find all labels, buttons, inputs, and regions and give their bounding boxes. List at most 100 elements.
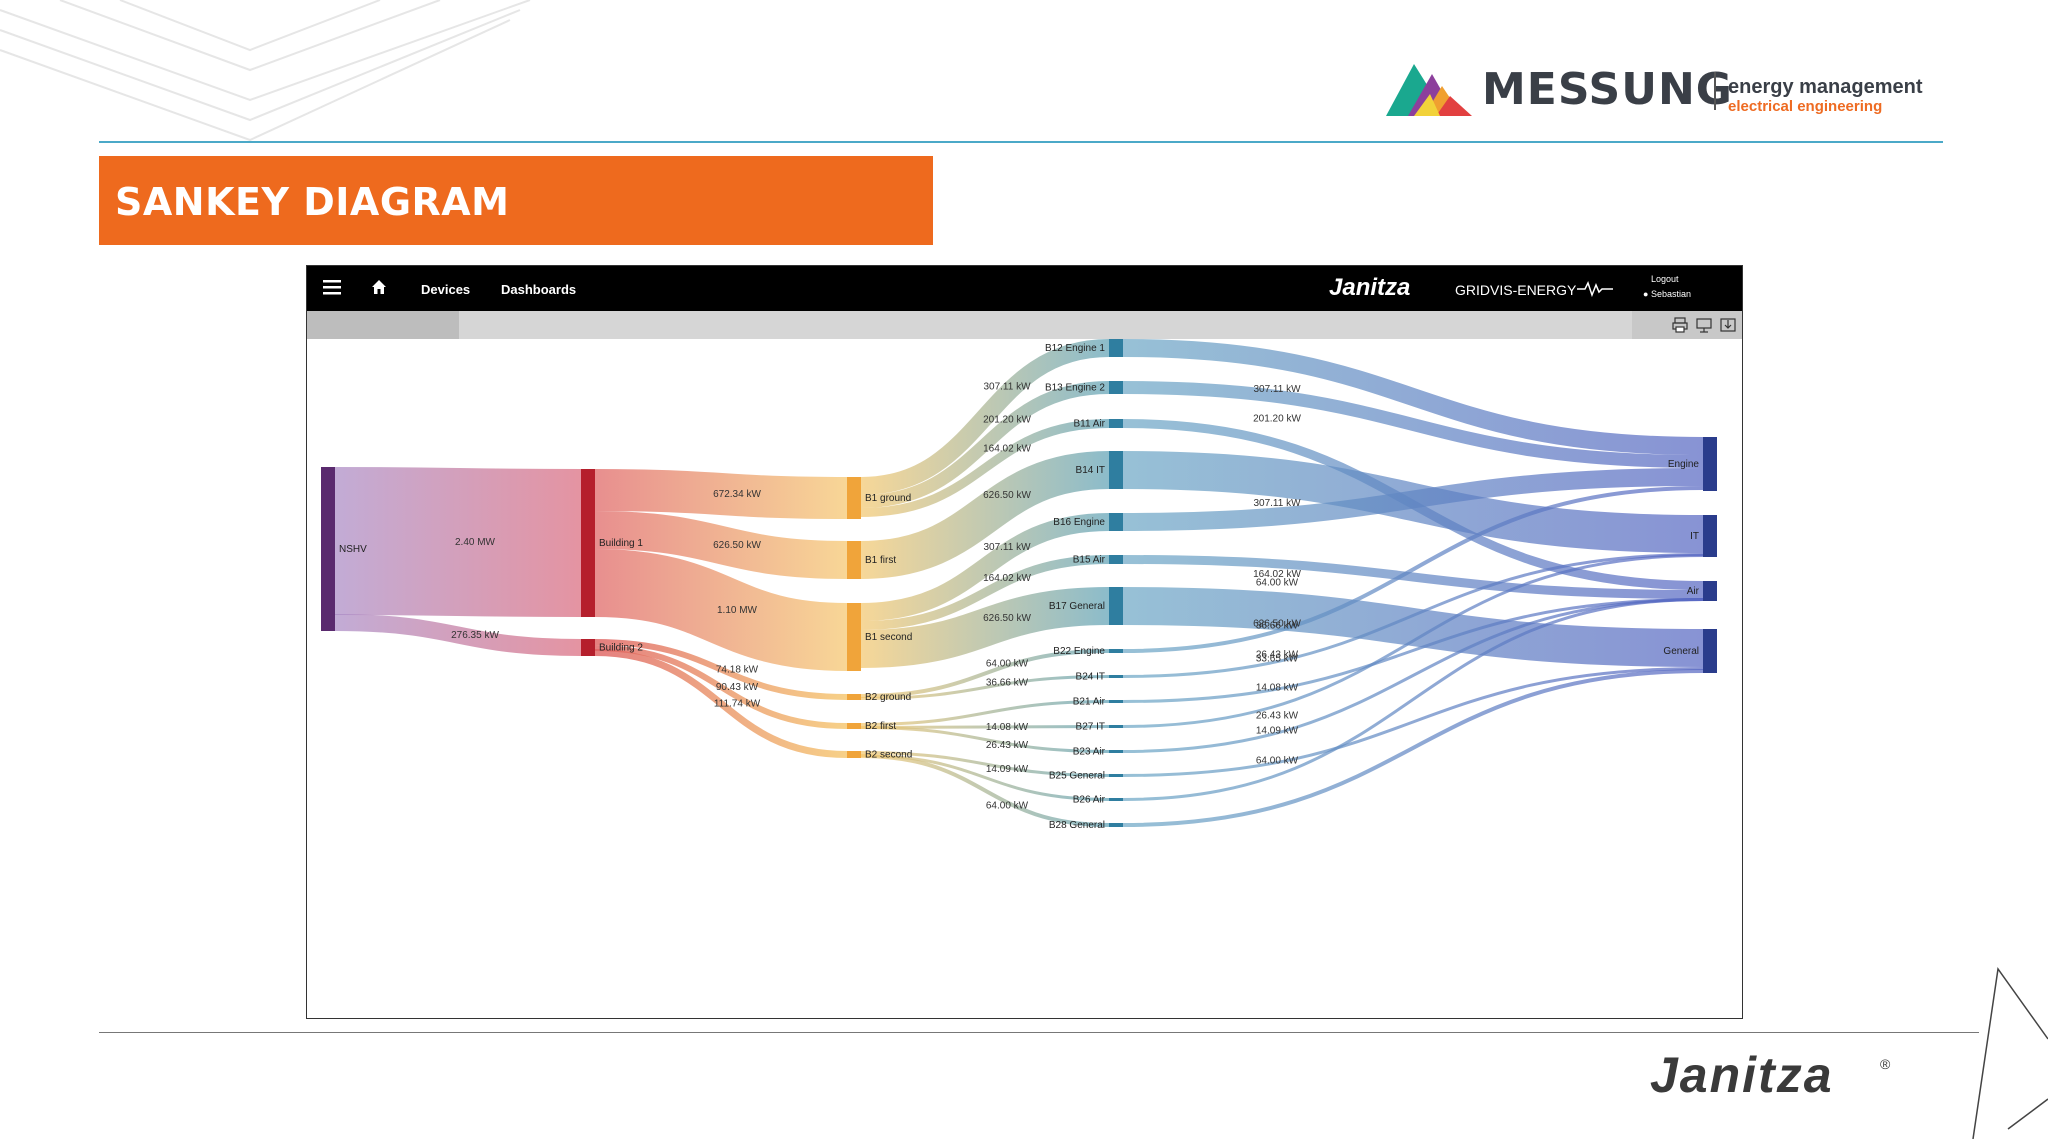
- sankey-link-label: 164.02 kW: [1253, 569, 1301, 580]
- sankey-link-b23-air: [1122, 598, 1704, 753]
- sankey-node-nshv[interactable]: [321, 467, 335, 631]
- footer-brand: Janitza: [1650, 1047, 1834, 1103]
- sankey-node-label: B1 second: [865, 632, 912, 643]
- sankey-link-label: 307.11 kW: [983, 542, 1031, 553]
- sankey-link-label: 164.02 kW: [983, 573, 1031, 584]
- sankey-link-b21-air: [1122, 598, 1704, 703]
- sankey-node-b24[interactable]: [1109, 675, 1123, 678]
- sankey-link-label: 307.11 kW: [983, 382, 1031, 393]
- sankey-node-b23[interactable]: [1109, 750, 1123, 753]
- sankey-node-b21[interactable]: [1109, 700, 1123, 703]
- title-banner: SANKEY DIAGRAM: [99, 156, 933, 245]
- export-icon[interactable]: [1720, 317, 1736, 333]
- product-name: GRIDVIS-ENERGY: [1455, 282, 1577, 298]
- sankey-node-b1[interactable]: [581, 469, 595, 617]
- sankey-node-b25[interactable]: [1109, 774, 1123, 777]
- sankey-link-label: 33.65 kW: [1256, 654, 1299, 665]
- sankey-link-b2-b2g: [594, 639, 848, 700]
- sankey-link-b1-b1f: [594, 511, 848, 579]
- sankey-link-b1g-b13: [860, 381, 1110, 508]
- sankey-link-b27-it: [1122, 554, 1704, 728]
- sankey-node-b2f[interactable]: [847, 723, 861, 729]
- sankey-node-label: B21 Air: [1073, 697, 1106, 708]
- sankey-node-b13[interactable]: [1109, 381, 1123, 394]
- sankey-link-b2s-b28: [860, 754, 1110, 827]
- sankey-link-nshv-b2: [334, 614, 582, 656]
- sankey-link-label: 74.18 kW: [716, 665, 759, 676]
- sankey-node-label: IT: [1690, 531, 1699, 542]
- presentation-icon[interactable]: [1696, 317, 1712, 333]
- sankey-node-b2g[interactable]: [847, 694, 861, 700]
- user-label: Sebastian: [1650, 289, 1691, 299]
- sankey-node-b14[interactable]: [1109, 451, 1123, 489]
- messung-logo-icon: [1386, 64, 1472, 116]
- sankey-node-air[interactable]: [1703, 581, 1717, 601]
- sankey-link-label: 626.50 kW: [983, 613, 1031, 624]
- sankey-node-label: B25 General: [1049, 771, 1105, 782]
- sankey-link-label: 64.00 kW: [1256, 578, 1299, 589]
- sankey-node-b1f[interactable]: [847, 541, 861, 579]
- sankey-node-label: Air: [1687, 586, 1700, 597]
- sankey-link-label: 626.50 kW: [1253, 619, 1301, 630]
- sankey-link-label: 626.50 kW: [713, 540, 761, 551]
- sankey-node-b1g[interactable]: [847, 477, 861, 519]
- sankey-link-label: 201.20 kW: [983, 414, 1031, 425]
- sankey-link-b2s-b25: [860, 751, 1110, 777]
- sankey-link-label: 14.08 kW: [986, 722, 1029, 733]
- sankey-node-b16[interactable]: [1109, 513, 1123, 531]
- sankey-node-label: B16 Engine: [1053, 517, 1105, 528]
- sankey-link-b16-eng: [1122, 468, 1704, 531]
- page-title: SANKEY DIAGRAM: [115, 180, 510, 224]
- sankey-node-label: B1 first: [865, 555, 896, 566]
- nav-dashboards[interactable]: Dashboards: [501, 282, 577, 297]
- print-icon[interactable]: [1672, 317, 1688, 333]
- header-divider: [99, 141, 1943, 143]
- sankey-link-b22-eng: [1122, 486, 1704, 653]
- sankey-node-b26[interactable]: [1109, 798, 1123, 801]
- janitza-brand: Janitza: [1329, 274, 1411, 301]
- pulse-icon: [1577, 281, 1613, 298]
- sankey-node-label: B27 IT: [1076, 722, 1105, 733]
- sankey-node-b15[interactable]: [1109, 555, 1123, 564]
- sankey-link-b1s-b15: [860, 555, 1110, 630]
- sankey-node-b17[interactable]: [1109, 587, 1123, 625]
- sankey-node-label: Engine: [1668, 459, 1700, 470]
- nav-devices[interactable]: Devices: [421, 282, 471, 297]
- sankey-link-b1s-b17: [860, 587, 1110, 668]
- sankey-node-b28[interactable]: [1109, 823, 1123, 827]
- sankey-node-eng[interactable]: [1703, 437, 1717, 491]
- sankey-link-label: 36.66 kW: [986, 678, 1029, 689]
- sankey-node-label: NSHV: [339, 544, 367, 555]
- menu-icon[interactable]: [323, 278, 341, 296]
- sankey-node-label: B2 first: [865, 721, 896, 732]
- sankey-link-label: 64.00 kW: [986, 801, 1029, 812]
- sankey-link-b2f-b21: [860, 700, 1110, 726]
- sankey-node-b27[interactable]: [1109, 725, 1123, 728]
- sankey-link-nshv-b1: [334, 467, 582, 617]
- sankey-link-b1-b1g: [594, 469, 848, 519]
- sankey-node-b12[interactable]: [1109, 339, 1123, 357]
- sankey-node-b2[interactable]: [581, 639, 595, 656]
- sankey-node-b22[interactable]: [1109, 649, 1123, 653]
- sankey-link-b1f-b14: [860, 451, 1110, 579]
- sankey-link-b25-gen: [1122, 667, 1704, 777]
- sankey-link-b2g-b22: [860, 649, 1110, 698]
- sankey-node-b2s[interactable]: [847, 751, 861, 758]
- sankey-node-b1s[interactable]: [847, 603, 861, 671]
- sankey-link-label: 672.34 kW: [713, 489, 761, 500]
- sankey-node-label: B15 Air: [1073, 555, 1106, 566]
- sankey-link-b13-eng: [1122, 381, 1704, 468]
- sankey-link-label: 90.43 kW: [716, 682, 759, 693]
- sankey-link-label: 1.10 MW: [717, 605, 758, 616]
- sankey-node-label: B2 second: [865, 750, 912, 761]
- sankey-node-gen[interactable]: [1703, 629, 1717, 673]
- sankey-node-label: B1 ground: [865, 493, 911, 504]
- sankey-link-label: 2.40 MW: [455, 537, 496, 548]
- sankey-link-b2g-b24: [860, 675, 1110, 700]
- logout-link[interactable]: Logout: [1651, 274, 1679, 284]
- sankey-node-it[interactable]: [1703, 515, 1717, 557]
- home-icon[interactable]: [371, 279, 387, 295]
- sankey-node-b11[interactable]: [1109, 419, 1123, 428]
- toolbar-tab[interactable]: [307, 311, 459, 339]
